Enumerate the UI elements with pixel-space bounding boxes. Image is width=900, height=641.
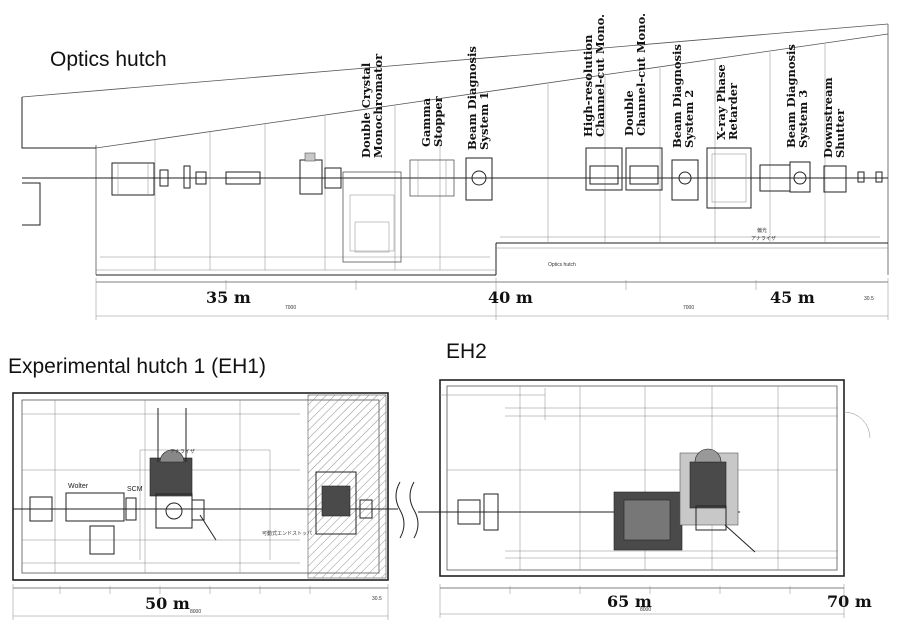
label-hr-ccm: High-resolution Channel-cut Mono.: [581, 13, 607, 137]
optics-hutch-title: Optics hutch: [50, 48, 167, 71]
break-symbol: [395, 481, 419, 539]
distance-40m: 40 m: [488, 288, 533, 307]
note-eh1: 30.5: [372, 596, 382, 602]
eh1-drawing: Wolter SCM アナライザ 可動式エンドストッパ 30.5 8000: [12, 392, 398, 620]
wolter-label: Wolter: [68, 483, 89, 490]
optics-hutch-small-label: Optics hutch: [548, 262, 576, 268]
analyzer-eh1-label: アナライザ: [170, 449, 195, 455]
dim-label-eh1: 8000: [190, 609, 201, 615]
label-gamma-stopper: Gamma Stopper: [419, 96, 445, 147]
label-bds2: Beam Diagnosis System 2: [670, 44, 696, 148]
label-double-ccm: Double Channel-cut Mono.: [622, 12, 648, 136]
scm-label: SCM: [127, 486, 143, 493]
label-downstream-shutter: Downstream Shutter: [821, 77, 847, 158]
label-double-crystal-mono: Double Crystal Monochromator: [359, 53, 385, 158]
label-bds3: Beam Diagnosis System 3: [784, 44, 810, 148]
eh1-title: Experimental hutch 1 (EH1): [8, 355, 266, 378]
distance-45m: 45 m: [770, 288, 815, 307]
analyzer-jp-line2: アナライザ: [751, 236, 776, 242]
label-bds1: Beam Diagnosis System 1: [465, 46, 491, 150]
movable-stopper-label: 可動式エンドストッパ: [262, 530, 312, 537]
label-xray-phase-retarder: X-ray Phase Retarder: [714, 64, 740, 140]
distance-50m: 50 m: [145, 594, 190, 613]
eh2-drawing: 8000: [418, 379, 871, 618]
distance-35m: 35 m: [206, 288, 251, 307]
analyzer-jp-line1: 偏光: [757, 227, 767, 234]
eh2-title: EH2: [446, 340, 487, 363]
dim-label-right: 7000: [683, 305, 694, 311]
note-right: 30.5: [864, 296, 874, 302]
distance-70m: 70 m: [827, 592, 872, 611]
dim-label-left: 7000: [285, 305, 296, 311]
optics-hutch-drawing: 7000 7000 Optics hutch 30.5 偏光 アナライザ: [21, 23, 889, 320]
distance-65m: 65 m: [607, 592, 652, 611]
dim-label-eh2: 8000: [640, 607, 651, 613]
